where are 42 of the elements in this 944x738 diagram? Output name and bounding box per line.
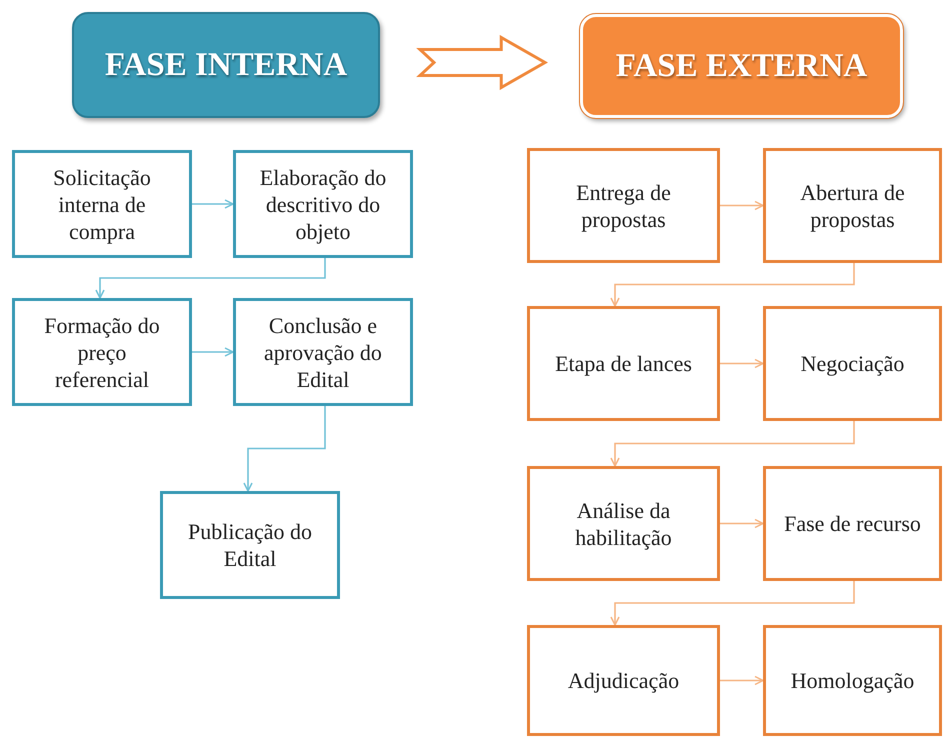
step-text: Formação do preço referencial — [43, 312, 161, 392]
step-text: Conclusão e aprovação do Edital — [263, 312, 383, 392]
arrow — [610, 421, 855, 467]
process-box — [527, 625, 720, 736]
step-text: Adjudicação — [566, 667, 680, 694]
header-text: FASE INTERNA — [104, 46, 348, 84]
step-text: Elaboração do descritivo do objeto — [258, 164, 388, 244]
step-text: Publicação do Edital — [186, 518, 314, 572]
step-text: Análise da habilitação — [574, 496, 673, 550]
process-box — [763, 466, 942, 581]
step-text: Negociação — [800, 350, 906, 377]
arrow — [95, 258, 326, 299]
process-box — [12, 298, 192, 406]
arrow — [192, 199, 234, 209]
process-box — [763, 148, 942, 263]
process-box — [527, 148, 720, 263]
arrow — [610, 581, 855, 626]
header-text: FASE EXTERNA — [616, 48, 868, 84]
step-text: Solicitação interna de compra — [52, 164, 152, 244]
step-text: Entrega de propostas — [575, 178, 672, 232]
process-box — [160, 491, 340, 599]
process-box — [12, 150, 192, 258]
process-box — [233, 150, 413, 258]
process-box — [527, 306, 720, 421]
phase-header — [72, 12, 380, 118]
arrow — [720, 676, 764, 686]
process-box — [233, 298, 413, 406]
arrow — [192, 347, 234, 357]
block-arrow — [416, 34, 548, 90]
arrow — [720, 200, 764, 210]
arrow — [720, 358, 764, 368]
process-box — [763, 306, 942, 421]
arrow — [243, 406, 326, 492]
arrow — [720, 518, 764, 528]
process-box — [527, 466, 720, 581]
process-box — [763, 625, 942, 736]
phase-header — [580, 14, 903, 118]
step-text: Homologação — [790, 667, 916, 694]
step-text: Abertura de propostas — [799, 178, 906, 232]
arrow — [610, 263, 855, 307]
step-text: Fase de recurso — [783, 510, 922, 537]
step-text: Etapa de lances — [554, 350, 693, 377]
